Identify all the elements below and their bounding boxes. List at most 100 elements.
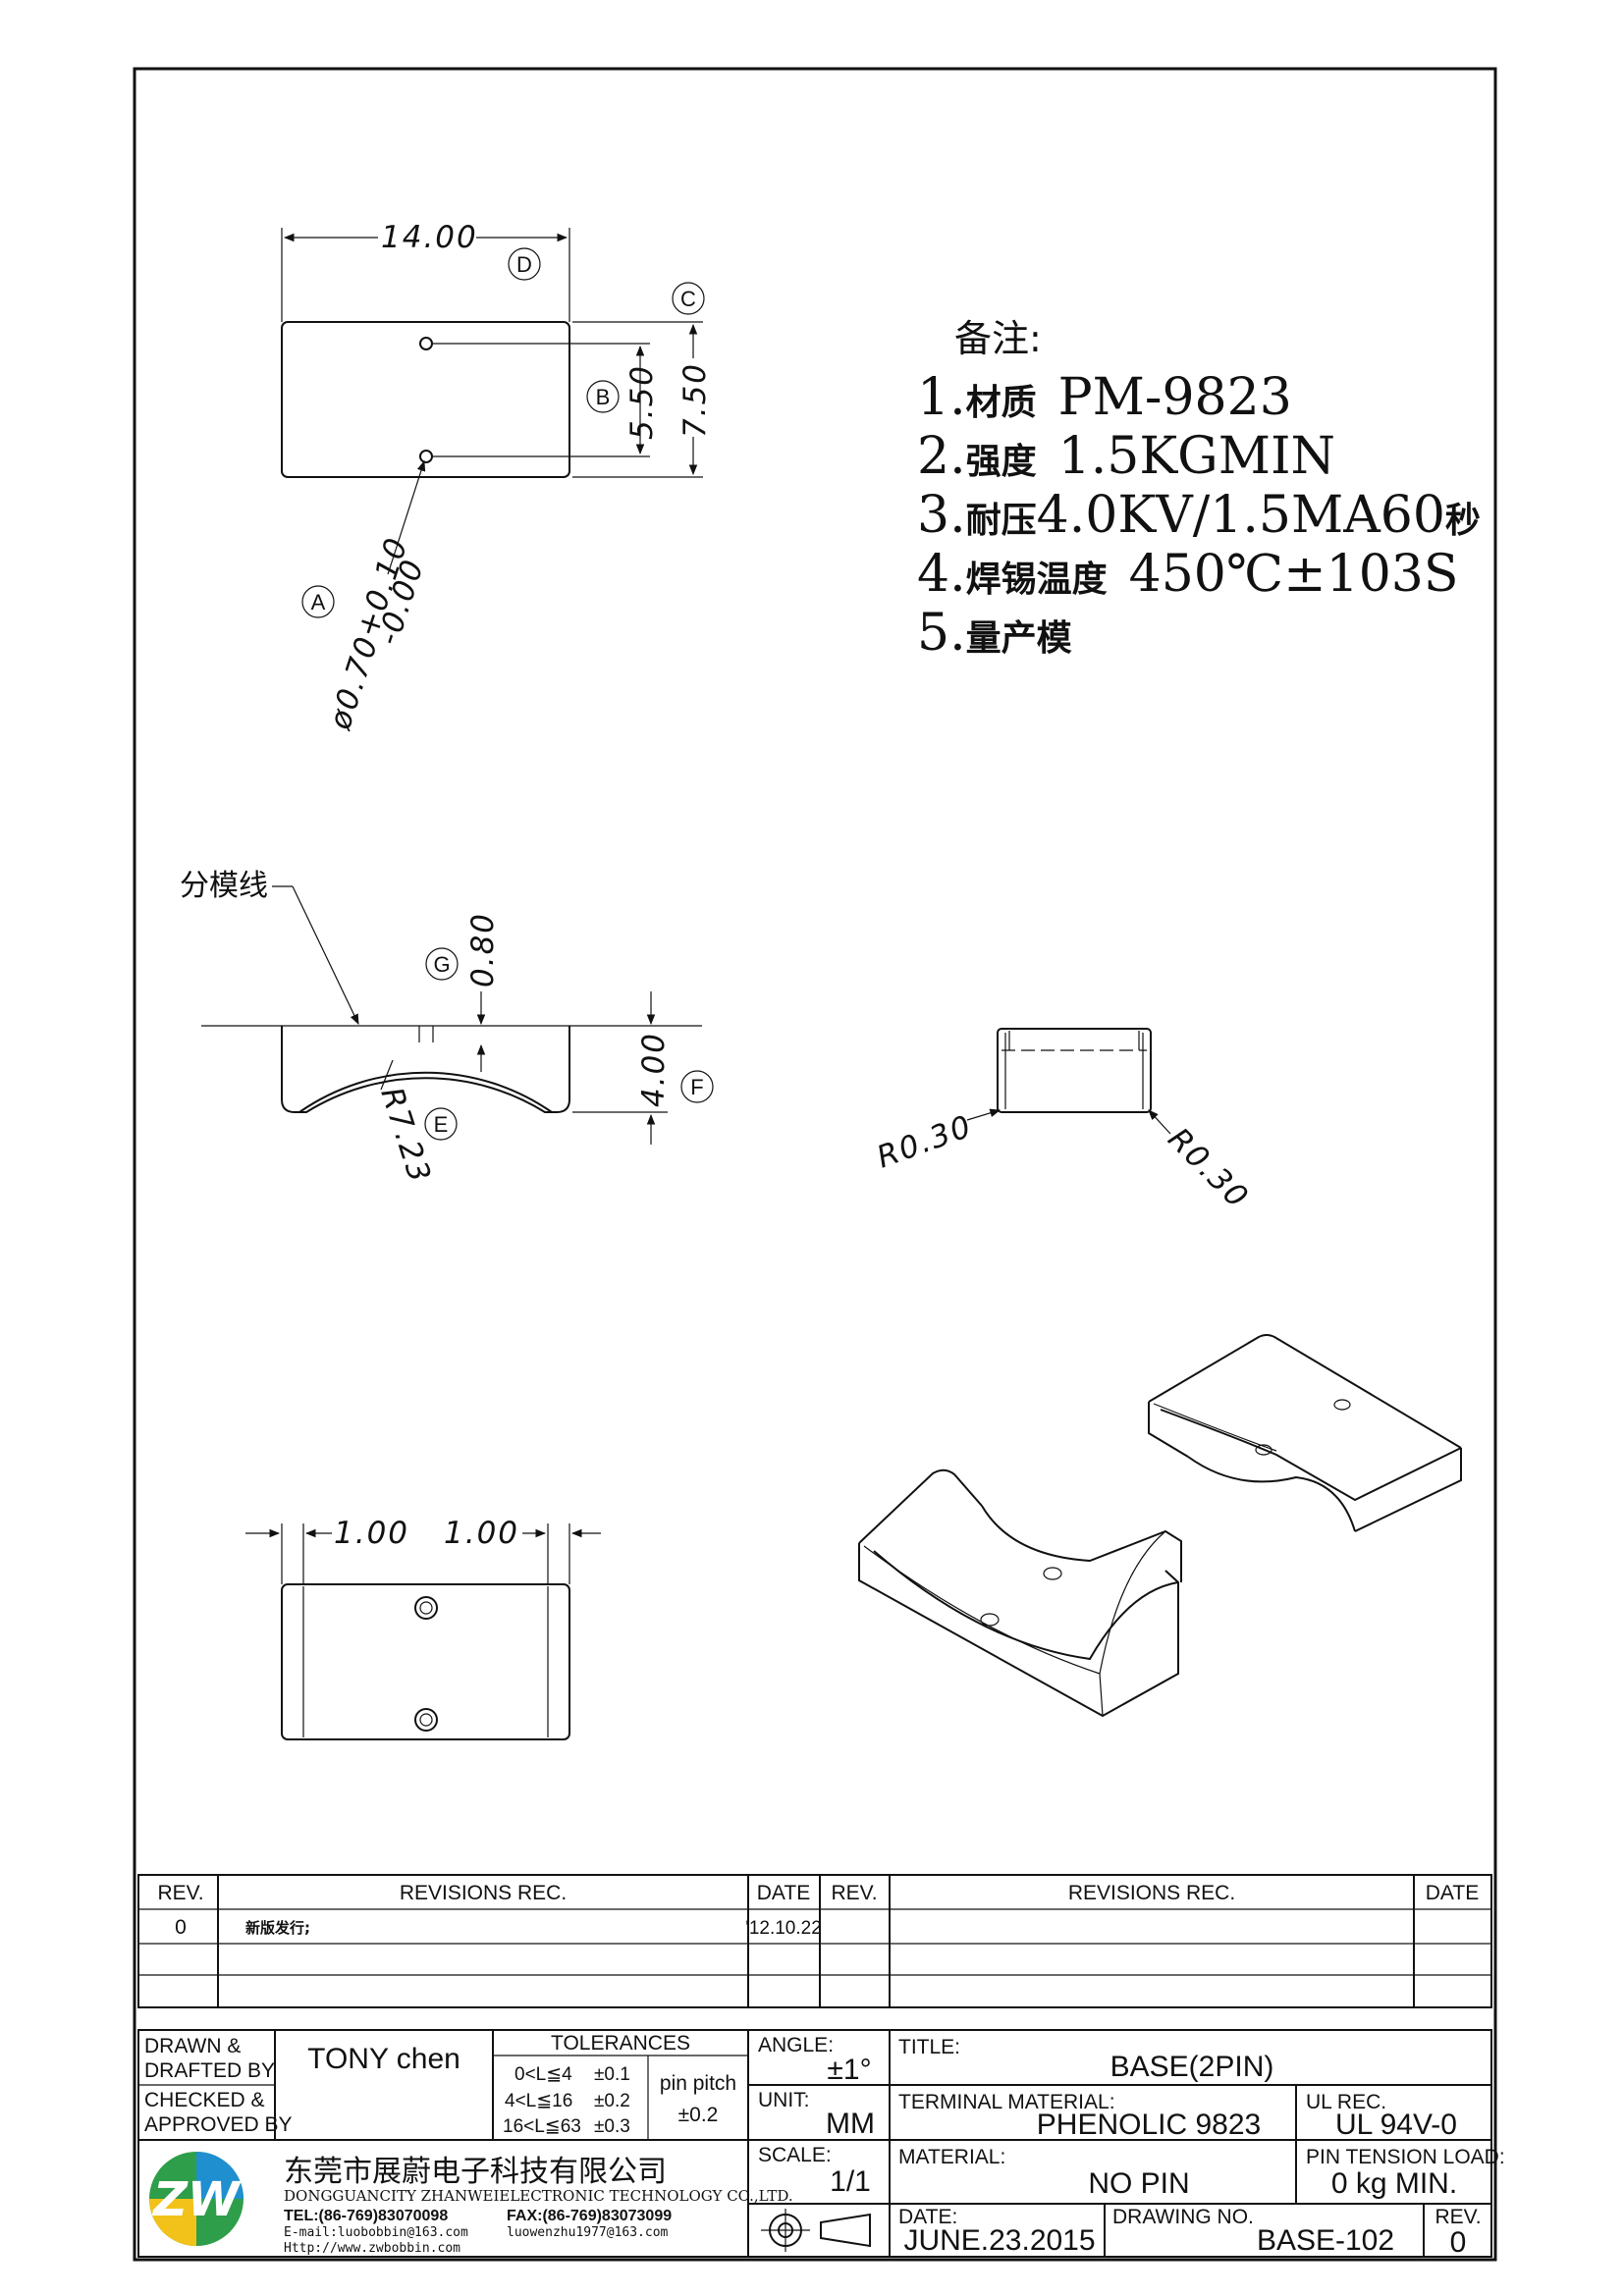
drawing-no-label: DRAWING NO. — [1112, 2206, 1254, 2228]
isometric-view-top — [1148, 1334, 1462, 1532]
terminal-material-label: TERMINAL MATERIAL: — [898, 2091, 1115, 2113]
width-dimension: 14.00 — [381, 220, 478, 255]
bottom-view: 1.00 1.00 — [245, 1516, 601, 1740]
unit-label: UNIT: — [758, 2089, 810, 2111]
approved-label: APPROVED BY — [144, 2113, 293, 2136]
drawing-border — [133, 67, 1497, 2262]
pin-hole — [419, 337, 433, 350]
tolerance-range: 4<L≦16 — [505, 2091, 572, 2111]
note-5: 5.量产模 — [917, 604, 1072, 663]
date-label: DATE: — [898, 2206, 957, 2228]
ul-rec-value: UL 94V-0 — [1335, 2109, 1457, 2141]
pin-tension-value: 0 kg MIN. — [1331, 2167, 1457, 2200]
side-right-radius: R0.30 — [1161, 1121, 1256, 1216]
revision-row-rev: 0 — [175, 1916, 187, 1939]
pin-hole — [419, 1713, 433, 1727]
parting-line-label: 分模线 — [180, 869, 268, 903]
rev-label: REV. — [1435, 2206, 1481, 2228]
revision-row-rec: 新版发行; — [245, 1919, 310, 1937]
date-header: DATE — [757, 1882, 810, 1904]
bubble-a: A — [311, 590, 326, 614]
scale-label: SCALE: — [758, 2144, 832, 2166]
rev-header: REV. — [157, 1882, 203, 1904]
company-email-2: luowenzhu1977@163.com — [507, 2225, 669, 2240]
tolerance-value: ±0.1 — [594, 2064, 630, 2085]
logo-text: ZW — [151, 2172, 242, 2227]
ul-rec-label: UL REC. — [1306, 2091, 1386, 2113]
bubble-d: D — [516, 252, 532, 277]
tolerance-range: 0<L≦4 — [514, 2064, 572, 2085]
side-view-outline — [997, 1028, 1152, 1113]
revisions-rec-header: REVISIONS REC. — [1068, 1882, 1235, 1904]
pin-hole — [414, 1708, 438, 1732]
drafted-label: DRAFTED BY — [144, 2059, 275, 2082]
revision-row-date: '12.10.22 — [745, 1918, 822, 1939]
bubble-g: G — [433, 952, 450, 977]
angle-value: ±1° — [827, 2054, 871, 2086]
bubble-f: F — [690, 1075, 703, 1099]
material-label: MATERIAL: — [898, 2146, 1005, 2168]
terminal-material-value: PHENOLIC 9823 — [1037, 2109, 1261, 2141]
company-name-en: DONGGUANCITY ZHANWEIELECTRONIC TECHNOLOG… — [284, 2187, 793, 2205]
bubble-c: C — [680, 287, 696, 311]
top-view-outline — [281, 321, 570, 478]
bubble-e: E — [434, 1112, 449, 1137]
notes-heading: 备注: — [954, 317, 1042, 360]
tolerance-value: ±0.3 — [594, 2116, 630, 2137]
rev-value: 0 — [1450, 2226, 1467, 2259]
revisions-rec-header: REVISIONS REC. — [400, 1882, 567, 1904]
company-website: Http://www.zwbobbin.com — [284, 2241, 460, 2256]
pin-pitch-dimension: 5.50 — [624, 364, 660, 440]
scale-value: 1/1 — [830, 2165, 871, 2198]
note-3: 3.耐压4.0KV/1.5MA60秒 — [917, 486, 1481, 545]
bottom-left-dimension: 1.00 — [334, 1516, 409, 1551]
date-header: DATE — [1426, 1882, 1479, 1904]
front-height-dimension: 4.00 — [636, 1032, 672, 1107]
rev-header: REV. — [831, 1882, 877, 1904]
logo-circle-yellow — [149, 2199, 196, 2246]
side-view: R0.30 R0.30 — [872, 1028, 1256, 1216]
title-block: DRAWN & DRAFTED BY TONY chen CHECKED & A… — [137, 2029, 1505, 2259]
front-view: 分模线 0.80 G R7.23 E 4.00 F — [180, 869, 714, 1188]
drawn-by-value: TONY chen — [307, 2043, 460, 2075]
pin-hole — [414, 1596, 438, 1620]
revisions-table: REV. REVISIONS REC. DATE REV. REVISIONS … — [137, 1874, 1492, 2008]
drawing-no-value: BASE-102 — [1257, 2224, 1394, 2257]
checked-label: CHECKED & — [144, 2089, 265, 2111]
pin-pitch-tolerance: ±0.2 — [678, 2104, 719, 2126]
bottom-right-dimension: 1.00 — [444, 1516, 519, 1551]
title-value: BASE(2PIN) — [1110, 2051, 1274, 2083]
company-name-cn: 东莞市展蔚电子科技有限公司 — [284, 2155, 667, 2189]
company-email: E-mail:luobobbin@163.com — [284, 2225, 468, 2240]
material-value: NO PIN — [1088, 2167, 1189, 2200]
projection-symbol-icon — [761, 2209, 871, 2252]
tolerance-range: 16<L≦63 — [503, 2116, 581, 2137]
logo-circle-blue — [196, 2152, 244, 2199]
pin-hole — [419, 1601, 433, 1615]
company-tel: TEL:(86-769)83070098 — [284, 2208, 448, 2224]
radius-dimension: R7.23 — [373, 1083, 437, 1188]
groove-depth-dimension: 0.80 — [465, 912, 501, 988]
isometric-view-bottom — [858, 1468, 1182, 1718]
drawn-label: DRAWN & — [144, 2035, 241, 2057]
company-fax: FAX:(86-769)83073099 — [507, 2208, 672, 2224]
tolerances-label: TOLERANCES — [551, 2032, 690, 2055]
bubble-b: B — [596, 385, 611, 409]
pin-tension-label: PIN TENSION LOAD: — [1306, 2146, 1505, 2168]
angle-label: ANGLE: — [758, 2034, 834, 2056]
tolerance-value: ±0.2 — [594, 2091, 630, 2111]
top-view: 14.00 D C 5.50 B 7.50 ø0.70 +0.10 -0.00 … — [281, 220, 713, 734]
title-label: TITLE: — [898, 2036, 960, 2058]
height-dimension: 7.50 — [677, 362, 713, 438]
date-value: JUNE.23.2015 — [903, 2224, 1095, 2257]
pin-hole — [419, 450, 433, 463]
hole-diameter-dimension: ø0.70 — [322, 631, 386, 734]
front-view-outline — [281, 1026, 570, 1113]
pin-pitch-label: pin pitch — [660, 2072, 736, 2095]
company-logo: ZW — [149, 2152, 244, 2246]
